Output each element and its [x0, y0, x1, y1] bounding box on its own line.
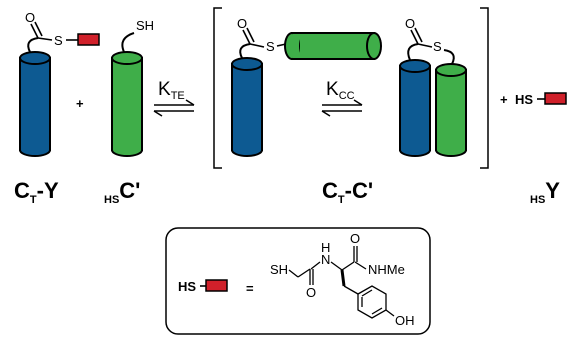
sulfur-atom: S [433, 39, 442, 54]
thioester-intermediate: O S [231, 16, 382, 157]
oxygen-atom: O [25, 10, 35, 25]
thiol-group: SH [136, 18, 154, 33]
blue-cylinder-body [19, 57, 51, 151]
released-thiol: + HS [500, 92, 567, 107]
red-tag [205, 279, 228, 292]
coiled-coil-complex: O S [399, 16, 467, 157]
blue-cylinder-body [399, 65, 431, 151]
carbonyl-oxygen: O [306, 285, 316, 300]
label-ct-c: CT-C' [322, 178, 373, 206]
oxygen-atom: O [237, 16, 247, 31]
amide-nitrogen: N [321, 252, 330, 267]
legend-frame [165, 227, 431, 335]
sulfur-atom: S [54, 33, 63, 48]
linker-curve [407, 43, 419, 61]
equals-sign: = [246, 281, 254, 296]
ct-y-construct: O S [19, 10, 100, 157]
k-cc-label: KCC [326, 79, 355, 102]
nhme-group: NHMe [368, 262, 405, 277]
amide-hydrogen: H [321, 240, 330, 255]
blue-cylinder-top [399, 59, 431, 73]
k-te-label: KTE [158, 79, 185, 102]
label-hs-c: HSC' [104, 178, 140, 206]
plus-sign: + [500, 92, 508, 107]
blue-cylinder-top [231, 57, 263, 71]
chemical-structure: SH O N H O NHMe OH [270, 231, 415, 328]
green-cylinder-body [435, 69, 467, 151]
plus-sign: + [76, 96, 84, 111]
label-hs-y: HSY [530, 178, 560, 206]
definition-box: HS = SH O N H O NHMe [165, 227, 431, 335]
red-tag [77, 33, 100, 46]
right-bracket [480, 7, 489, 169]
left-bracket [213, 7, 222, 169]
green-cylinder-horizontal [291, 32, 375, 60]
hs-c-construct: SH [111, 18, 154, 157]
blue-cylinder-top [19, 51, 51, 65]
green-cylinder-body [111, 57, 143, 151]
linker-curve [27, 37, 39, 53]
linker-curve [121, 32, 135, 53]
blue-cylinder-body [231, 63, 263, 151]
oxygen-atom: O [405, 16, 415, 31]
thiol-group: SH [270, 262, 288, 277]
equilibrium-kcc: KCC [321, 79, 363, 117]
sulfur-atom: S [266, 39, 275, 54]
hydroxyl-group: OH [395, 313, 415, 328]
linker-curve [443, 49, 455, 65]
hs-label: HS [178, 279, 196, 294]
green-cylinder-right-cap [366, 32, 382, 60]
carbonyl-oxygen: O [350, 231, 360, 246]
green-cylinder-top [435, 63, 467, 77]
hs-label: HS [515, 92, 533, 107]
label-ct-y: CT-Y [14, 178, 59, 206]
equilibrium-kte: KTE [153, 79, 195, 117]
green-cylinder-top [111, 51, 143, 65]
red-tag [544, 92, 567, 105]
linker-curve [239, 43, 251, 59]
